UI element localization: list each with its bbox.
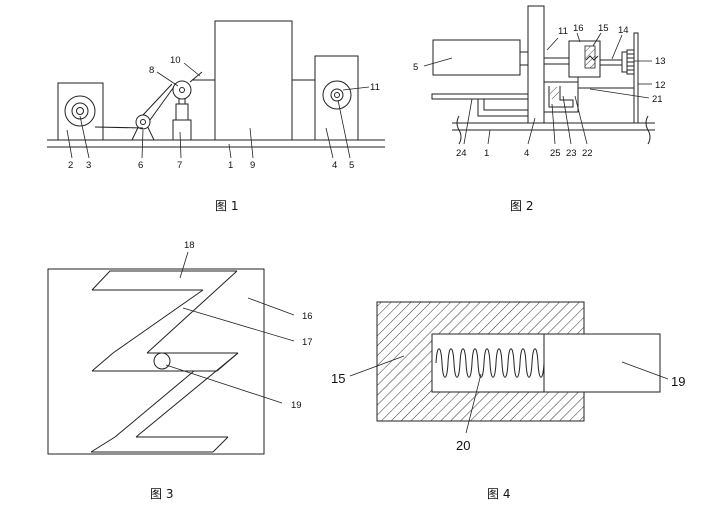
unwind-roll-mid [71,102,89,120]
fig1-label-2: 2 [68,160,73,171]
zigzag [585,55,599,61]
break-right [645,115,651,145]
unwind-roll-core [76,107,84,115]
hatched-block [584,45,596,69]
fig1-label-7: 7 [177,160,182,171]
fig1-label-10: 10 [170,55,181,66]
rewind-roll-core [334,92,340,98]
fig2-label-21: 21 [652,94,663,105]
side-bracket [577,77,634,89]
fig2-label-15: 15 [598,23,609,34]
plunger [543,333,661,393]
fig2-label-13: 13 [655,56,666,67]
pillar-upper [175,103,189,121]
belt-upper [149,83,177,121]
fig2-label-11: 11 [558,26,568,37]
spring [435,348,545,378]
rewind-roll-mid [330,88,344,102]
fig1-label-4: 4 [332,160,337,171]
fig2-label-1: 1 [484,148,489,159]
fig2-label-23: 23 [566,148,577,159]
belt-upper-inner [142,83,173,116]
fig4-label-15: 15 [331,371,345,386]
press-roller-core [179,87,185,93]
fig2-label-4: 4 [524,148,529,159]
fig1-caption: 图 1 [215,199,238,213]
fig1-label-3: 3 [86,160,91,171]
press-roller [172,80,192,100]
fig4-label-20: 20 [456,438,470,453]
break-left [456,115,462,145]
fig1-label-6: 6 [138,160,143,171]
fig2-label-25: 25 [550,148,561,159]
motor-coupling [519,51,529,66]
fig2-label-22: 22 [582,148,593,159]
groove-diag-1b [112,289,204,354]
figure-4: 15 19 20 图 4 [331,301,685,501]
groove-diag-1a [146,270,238,354]
fig2-label-12: 12 [655,80,666,91]
rewind-roll-outer [322,80,352,110]
collector-inner [548,86,574,108]
fig3-label-18: 18 [184,240,195,251]
tray [431,93,529,100]
main-box [214,20,293,141]
belt-lower-left [94,126,144,129]
unwind-roll-outer [64,95,96,127]
channel-outer [477,99,528,117]
fig3-label-17: 17 [302,337,313,348]
fig4-caption: 图 4 [487,487,510,501]
rewind-box [314,55,359,141]
fig2-label-16: 16 [573,23,584,34]
groove-top-a [91,270,237,291]
fig1-label-9: 9 [250,160,255,171]
channel-inner [483,99,528,111]
column [527,5,545,124]
figure-2: 11 16 15 14 13 5 12 21 24 1 4 25 23 22 图… [413,5,666,213]
pillar-base [172,119,192,141]
guide-roller-core [140,119,146,125]
fig1-label-11: 11 [370,82,380,93]
right-post [633,32,639,124]
figure-1: 10 8 11 2 3 6 7 1 9 4 5 图 1 [47,20,385,213]
pin [153,352,171,370]
figure-3: 18 16 17 19 图 3 [47,240,313,501]
fig2-caption: 图 2 [510,199,533,213]
fig2-label-14: 14 [618,25,629,36]
fig1-label-8: 8 [149,65,154,76]
handwheel-hub [621,51,628,73]
fig4-label-19: 19 [671,374,685,389]
fig3-label-19: 19 [291,400,302,411]
bracket-strut [189,71,203,83]
guide-roller [135,114,151,130]
fig2-label-24: 24 [456,148,467,159]
fig1-label-5: 5 [349,160,354,171]
fig2-label-5: 5 [413,62,418,73]
fig1-label-1: 1 [228,160,233,171]
fig3-caption: 图 3 [150,487,173,501]
collector-hatch [550,87,559,99]
fig3-label-16: 16 [302,311,313,322]
motor [432,39,521,76]
